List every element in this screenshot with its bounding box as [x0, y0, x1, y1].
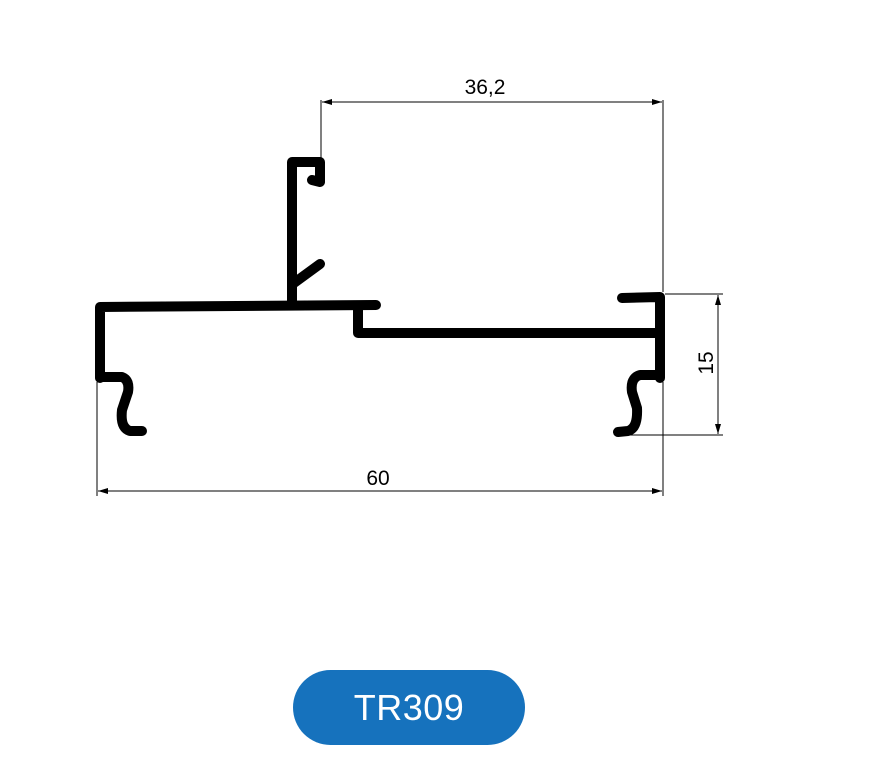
profile-diagonal-rib	[289, 259, 325, 288]
profile-right-foot	[613, 370, 665, 437]
profile-main-web	[95, 300, 381, 383]
profile-step	[353, 302, 665, 338]
profile-upper-fin	[287, 157, 325, 310]
product-code-badge: TR309	[293, 670, 525, 745]
profile-left-foot	[95, 372, 147, 436]
dim-top-width-label: 36,2	[465, 76, 506, 99]
dimension-lines	[96, 99, 723, 496]
dim-overall-width-label: 60	[366, 467, 389, 490]
profile-right-wall	[617, 292, 665, 383]
aluminum-profile	[95, 157, 665, 437]
dim-height-label: 15	[695, 351, 718, 374]
